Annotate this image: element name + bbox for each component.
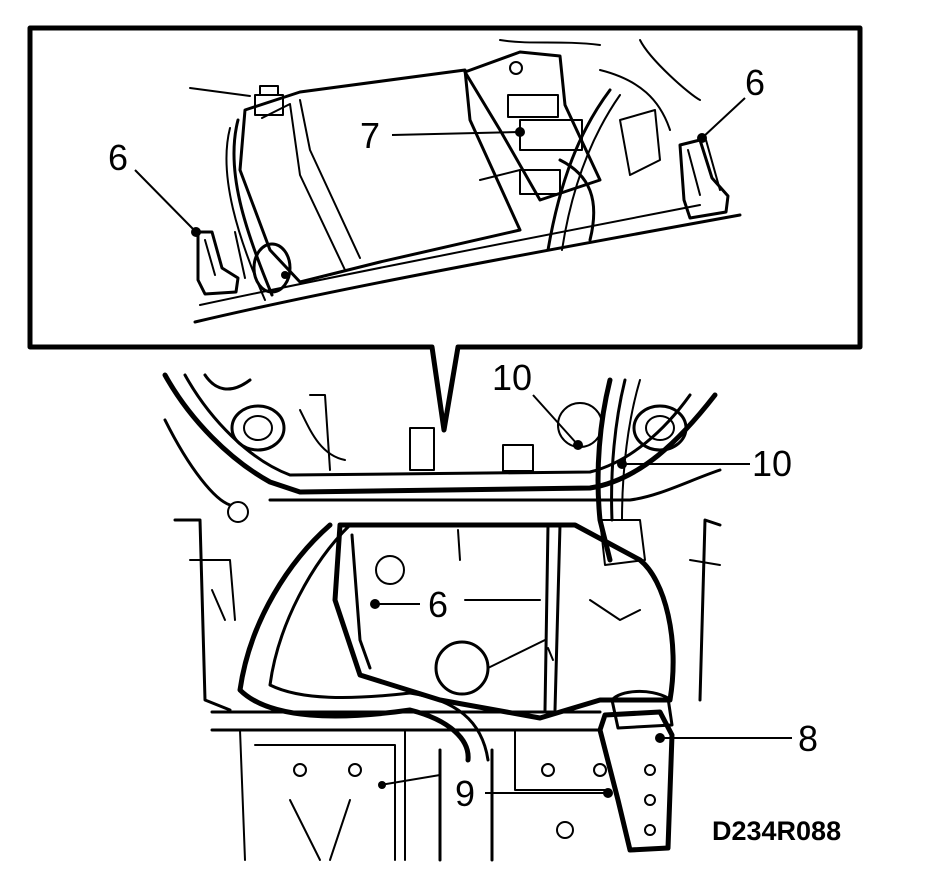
inset-tank (238, 68, 522, 284)
callout-main-9: 9 (455, 773, 475, 814)
callout-inset-7: 7 (360, 115, 380, 156)
callout-inset-right-6: 6 (745, 62, 765, 103)
callout-main-10-top: 10 (492, 357, 532, 398)
subframe (162, 372, 718, 495)
callout-inset-left-6: 6 (108, 137, 128, 178)
callout-main-8: 8 (798, 718, 818, 759)
figure-code: D234R088 (712, 816, 841, 846)
inset-right-mount (678, 138, 730, 220)
inset-frame (27, 25, 863, 433)
detail-inset: 6 7 6 (27, 25, 863, 433)
callout-main-10-right: 10 (752, 443, 792, 484)
fuel-tank (332, 522, 676, 721)
rear-bracket (597, 709, 675, 853)
callout-main-6: 6 (428, 584, 448, 625)
inset-left-mount (196, 230, 240, 296)
main-view: 10 10 6 8 9 (162, 357, 818, 862)
